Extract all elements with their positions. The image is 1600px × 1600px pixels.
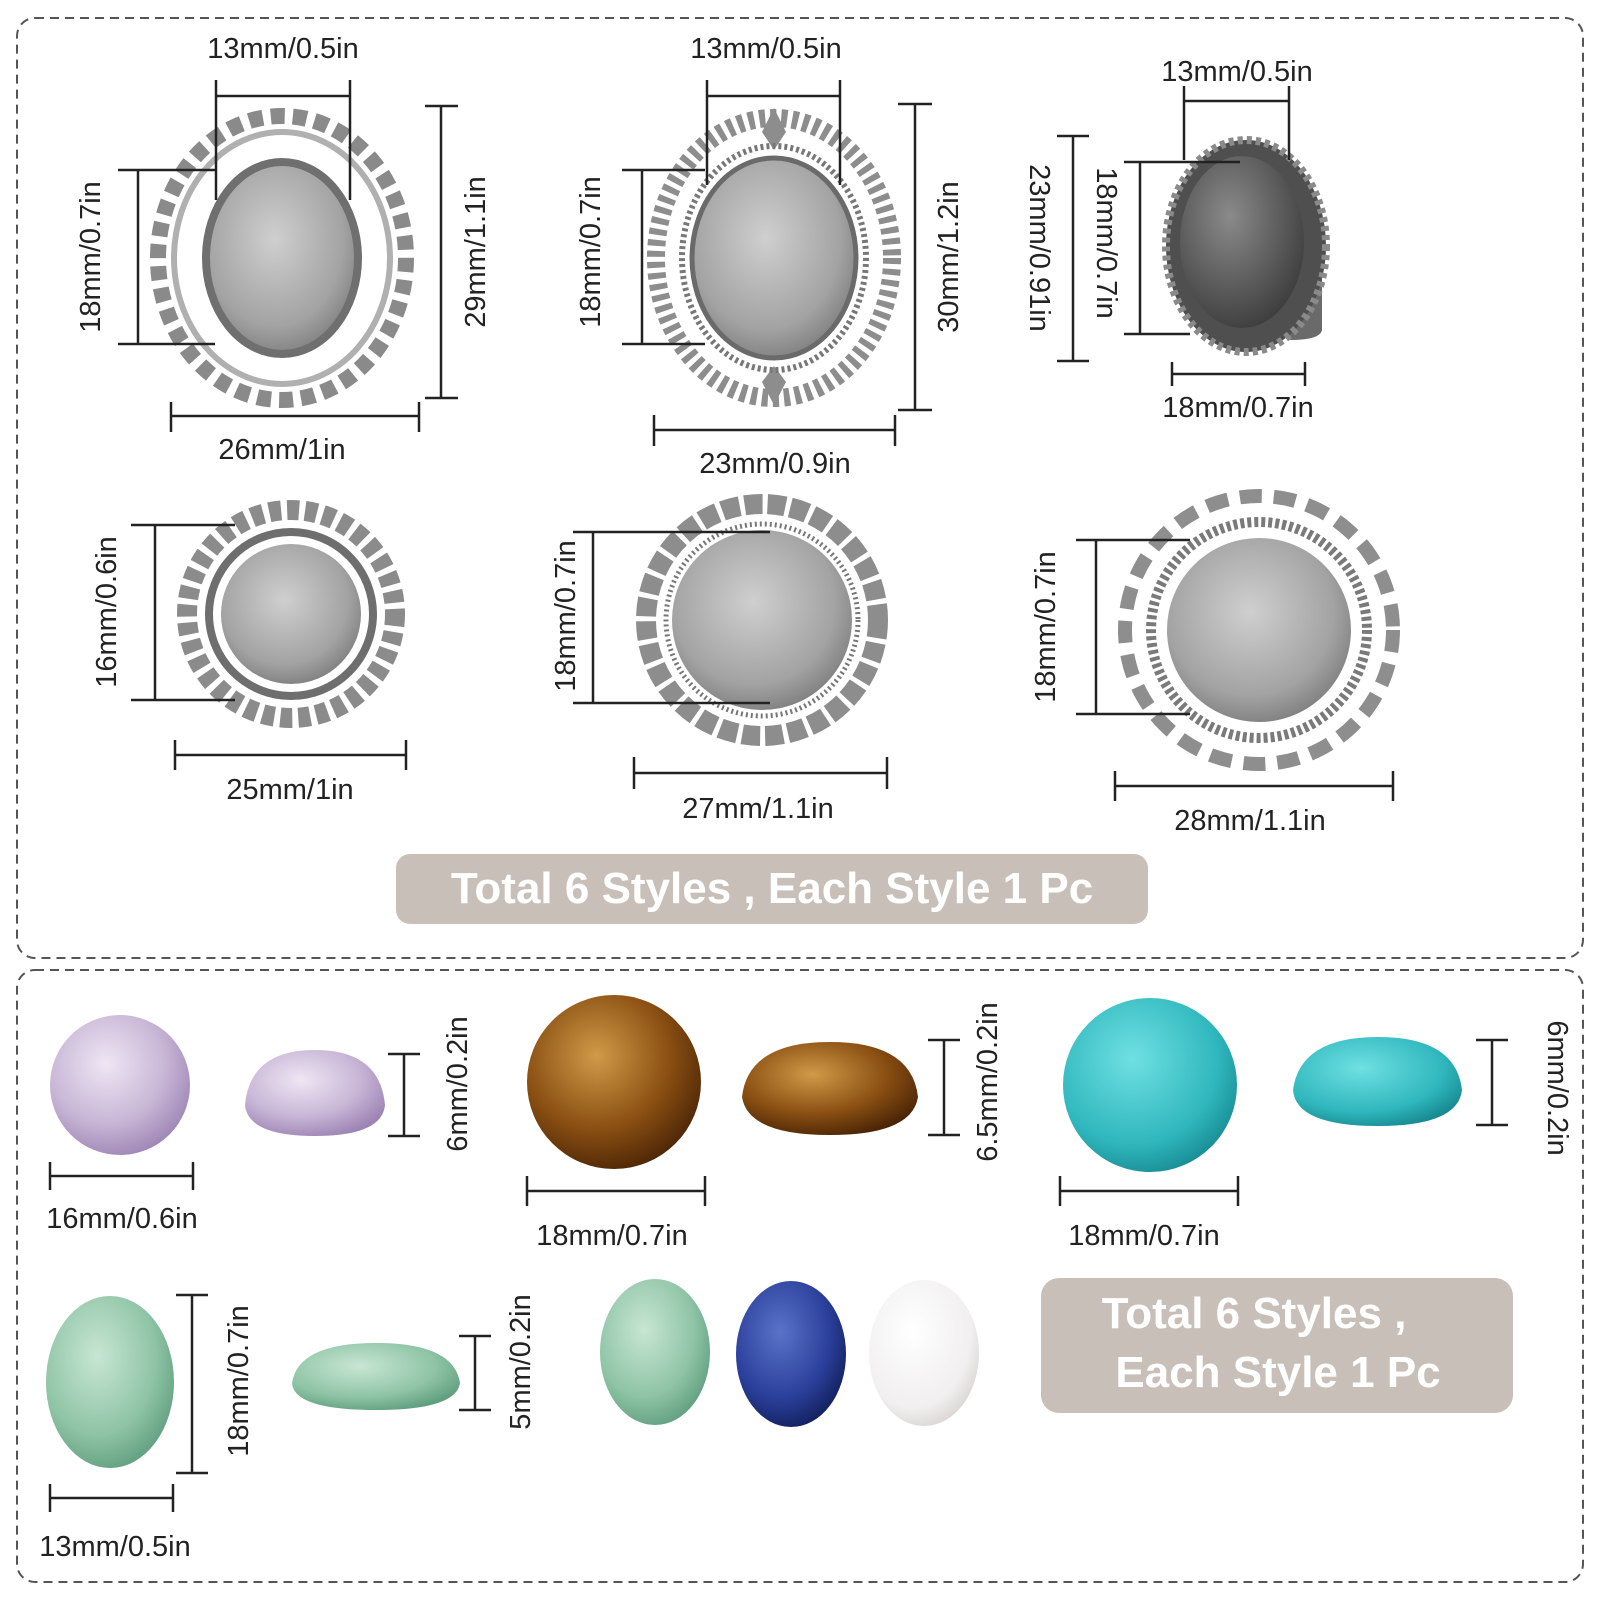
setting-6-dimension-lines (1076, 538, 1395, 801)
settings-panel (16, 17, 1584, 959)
setting-oval-flower (150, 108, 414, 408)
cabochon-amethyst (50, 1015, 385, 1155)
cabochon-aventurine (46, 1296, 460, 1468)
setting-3-bottom-label: 18mm/0.7in (1162, 392, 1314, 424)
setting-1-top-label: 13mm/0.5in (207, 33, 359, 65)
tiger-eye-width-label: 18mm/0.7in (536, 1220, 688, 1252)
setting-2-left-label: 18mm/0.7in (575, 176, 607, 328)
setting-2-bottom-label: 23mm/0.9in (699, 448, 851, 480)
setting-1-right-label: 29mm/1.1in (460, 176, 492, 328)
setting-5-bottom-label: 27mm/1.1in (682, 793, 834, 825)
setting-oval-baroque (647, 108, 901, 407)
setting-4-left-label: 16mm/0.6in (91, 536, 123, 688)
cabochon-green-aventurine-oval (600, 1279, 710, 1425)
setting-6-bottom-label: 28mm/1.1in (1174, 805, 1326, 837)
setting-1-left-label: 18mm/0.7in (75, 181, 107, 333)
cabochon-tiger-eye (527, 995, 918, 1169)
cabochons-banner-line1: Total 6 Styles , (1102, 1289, 1407, 1338)
turquoise-height-label: 6mm/0.2in (1541, 1020, 1573, 1155)
setting-round-lace-small (177, 500, 405, 728)
aventurine-height-label: 5mm/0.2in (505, 1294, 537, 1429)
settings-banner-text: Total 6 Styles , Each Style 1 Pc (451, 864, 1093, 913)
turquoise-dimension-lines (1058, 1038, 1508, 1206)
aventurine-width-label: 13mm/0.5in (39, 1531, 191, 1563)
cabochon-lapis-lazuli (736, 1281, 846, 1427)
setting-2-dimension-lines (622, 80, 932, 446)
cabochons-banner-line2: Each Style 1 Pc (1115, 1348, 1440, 1397)
setting-round-flower (1118, 489, 1400, 771)
cabochons-banner (1041, 1278, 1513, 1413)
setting-2-top-label: 13mm/0.5in (690, 33, 842, 65)
setting-2-right-label: 30mm/1.2in (933, 181, 965, 333)
setting-5-dimension-lines (573, 530, 889, 789)
setting-4-dimension-lines (131, 523, 408, 770)
amethyst-height-label: 6mm/0.2in (442, 1016, 474, 1151)
amethyst-dimension-lines (48, 1052, 420, 1190)
tiger-eye-height-label: 6.5mm/0.2in (972, 1002, 1004, 1162)
setting-ring (1162, 136, 1330, 356)
cabochon-turquoise (1063, 998, 1462, 1172)
setting-5-left-label: 18mm/0.7in (550, 540, 582, 692)
aventurine-length-label: 18mm/0.7in (223, 1305, 255, 1457)
cabochon-white-jade (869, 1280, 979, 1426)
settings-banner (396, 854, 1148, 924)
turquoise-width-label: 18mm/0.7in (1068, 1220, 1220, 1252)
setting-3-outer-label: 23mm/0.91in (1023, 164, 1055, 332)
amethyst-width-label: 16mm/0.6in (46, 1203, 198, 1235)
tiger-eye-dimension-lines (525, 1038, 960, 1206)
cabochons-panel (16, 969, 1584, 1583)
setting-1-bottom-label: 26mm/1in (218, 434, 345, 466)
setting-round-swirl (636, 494, 888, 746)
setting-6-left-label: 18mm/0.7in (1030, 551, 1062, 703)
setting-1-dimension-lines (118, 80, 458, 432)
setting-3-inner-label: 18mm/0.7in (1090, 167, 1122, 319)
setting-4-bottom-label: 25mm/1in (226, 774, 353, 806)
setting-3-top-label: 13mm/0.5in (1161, 56, 1313, 88)
aventurine-dimension-lines (48, 1293, 491, 1512)
setting-3-dimension-lines (1057, 86, 1307, 386)
